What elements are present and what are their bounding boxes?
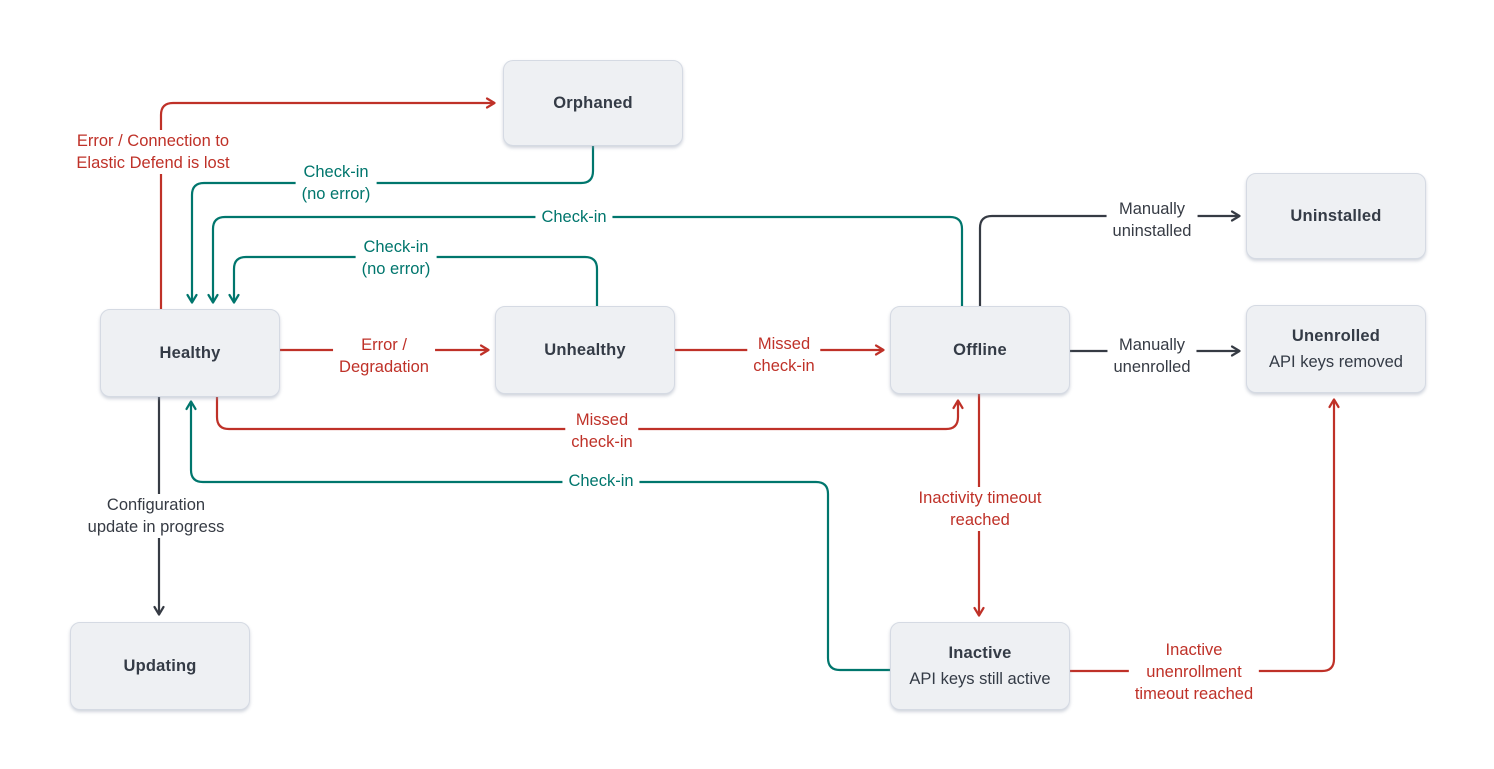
node-offline: Offline (890, 306, 1070, 394)
node-title: Updating (123, 656, 197, 675)
edge-label-line: unenrollment (1146, 663, 1242, 681)
edge-label-unhealthy-to-offline: Missed check-in (747, 333, 821, 377)
node-updating: Updating (70, 622, 250, 710)
edge-orphaned-to-healthy (186, 144, 595, 304)
node-uninstalled: Uninstalled (1246, 173, 1426, 259)
edge-label-orphaned-to-healthy: Check-in (no error) (295, 161, 377, 205)
edge-healthy-to-orphaned (159, 97, 496, 311)
edge-label-line: update in progress (87, 518, 225, 536)
node-title: Unhealthy (544, 340, 626, 359)
node-title: Unenrolled (1291, 326, 1381, 345)
edge-label-line: Elastic Defend is lost (76, 154, 230, 172)
edge-label-offline-to-healthy: Check-in (535, 206, 613, 228)
edge-label-line: check-in (753, 357, 815, 375)
edge-label-healthy-to-offline: Missed check-in (565, 409, 639, 453)
edge-label-offline-to-inactive: Inactivity timeout reached (912, 487, 1048, 531)
edge-label-line: Error / (361, 336, 407, 354)
edge-label-line: Inactive (1165, 641, 1223, 659)
edge-label-healthy-to-updating: Configuration update in progress (81, 494, 231, 538)
edge-label-unhealthy-to-healthy: Check-in (no error) (355, 236, 437, 280)
node-healthy: Healthy (100, 309, 280, 397)
edge-label-line: (no error) (301, 185, 371, 203)
node-subtitle: API keys removed (1269, 352, 1403, 371)
edge-label-line: reached (950, 511, 1010, 529)
edge-label-inactive-to-unenrolled: Inactive unenrollment timeout reached (1128, 639, 1260, 705)
edge-label-line: Manually (1118, 200, 1186, 218)
edge-label-offline-to-unenrolled: Manually unenrolled (1107, 334, 1197, 378)
edge-label-line: Check-in (363, 238, 429, 256)
edge-label-line: (no error) (361, 260, 431, 278)
edge-inactive-to-unenrolled (1068, 398, 1340, 673)
edge-label-line: Degradation (339, 358, 429, 376)
edge-label-line: timeout reached (1134, 685, 1254, 703)
edge-inactive-to-healthy (185, 400, 892, 672)
edge-label-line: check-in (571, 433, 633, 451)
node-unhealthy: Unhealthy (495, 306, 675, 394)
node-orphaned: Orphaned (503, 60, 683, 146)
node-title: Inactive (948, 643, 1012, 662)
edge-label-line: Error / Connection to (76, 132, 230, 150)
edge-offline-to-uninstalled (978, 210, 1241, 308)
edge-label-line: Check-in (541, 208, 607, 226)
edge-label-line: Manually (1118, 336, 1186, 354)
edge-label-line: uninstalled (1112, 222, 1192, 240)
edge-label-line: unenrolled (1113, 358, 1191, 376)
edge-label-line: Configuration (106, 496, 206, 514)
node-title: Uninstalled (1290, 206, 1382, 225)
node-subtitle: API keys still active (909, 669, 1051, 688)
edge-label-line: Inactivity timeout (918, 489, 1042, 507)
node-title: Healthy (159, 343, 221, 362)
edge-label-line: Check-in (303, 163, 369, 181)
edge-offline-to-healthy (207, 215, 964, 308)
edge-label-line: Missed (757, 335, 811, 353)
edge-label-line: Check-in (568, 472, 634, 490)
node-title: Orphaned (553, 93, 633, 112)
edge-label-healthy-to-unhealthy: Error / Degradation (333, 334, 435, 378)
edge-label-inactive-to-healthy: Check-in (562, 470, 640, 492)
node-title: Offline (953, 340, 1007, 359)
edge-label-offline-to-uninstalled: Manually uninstalled (1106, 198, 1198, 242)
edge-label-line: Missed (575, 411, 629, 429)
edge-label-healthy-to-orphaned: Error / Connection to Elastic Defend is l… (70, 130, 236, 174)
